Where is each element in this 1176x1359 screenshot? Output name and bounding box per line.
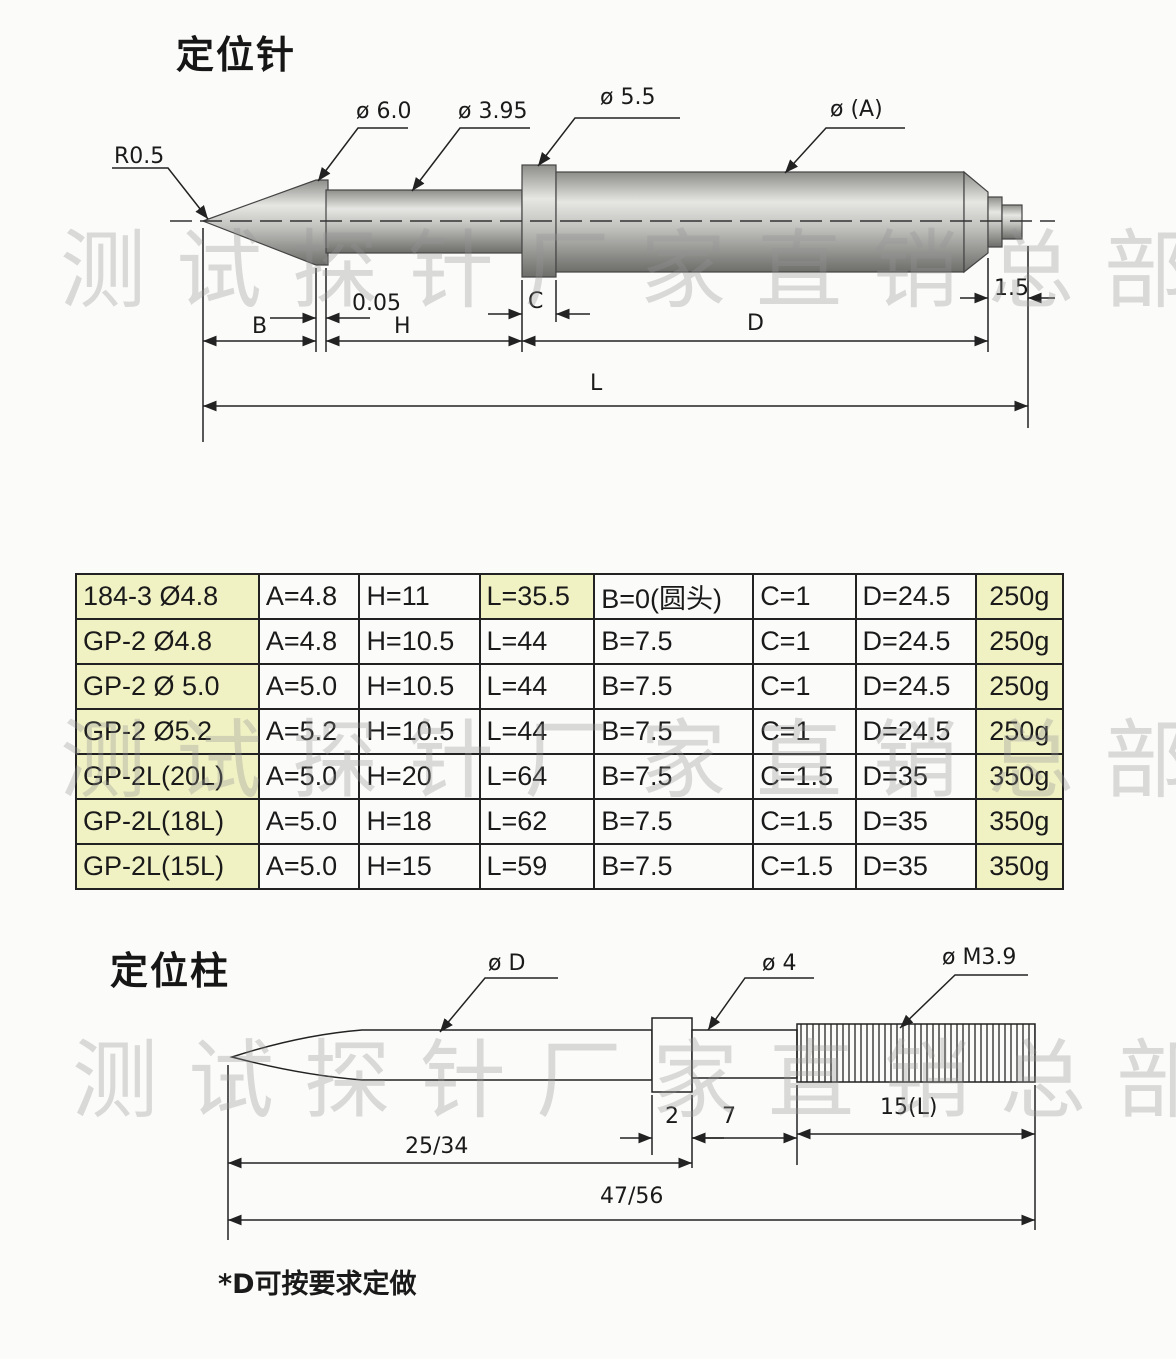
phi395-label: ø 3.95	[458, 99, 527, 124]
phi4-label: ø 4	[762, 951, 796, 976]
d-cell: D=35	[854, 843, 977, 890]
front-length-label: 25/34	[405, 1134, 468, 1159]
l-cell: L=35.5	[478, 573, 596, 620]
b-label: B	[252, 314, 267, 339]
b-cell: B=7.5	[593, 663, 755, 710]
custom-d-note: *D可按要求定做	[218, 1269, 417, 1300]
seg2-label: 2	[665, 1104, 679, 1129]
table-row: GP-2L(18L) A=5.0 H=18 L=62 B=7.5 C=1.5 D…	[75, 798, 1065, 845]
h-cell: H=10.5	[358, 663, 481, 710]
d-label: D	[747, 311, 764, 336]
c-cell: C=1	[752, 708, 857, 755]
phi60-label: ø 6.0	[356, 99, 411, 124]
d-cell: D=24.5	[854, 618, 977, 665]
gap-label: 0.05	[352, 291, 401, 316]
h-cell: H=20	[358, 753, 481, 800]
l-cell: L=62	[478, 798, 596, 845]
seg7-label: 7	[722, 1104, 736, 1129]
b-cell: B=7.5	[593, 843, 755, 890]
h-cell: H=15	[358, 843, 481, 890]
b-cell: B=7.5	[593, 753, 755, 800]
h-label: H	[394, 314, 411, 339]
d-cell: D=24.5	[854, 708, 977, 755]
l-cell: L=44	[478, 663, 596, 710]
weight-cell: 250g	[974, 618, 1065, 665]
weight-cell: 350g	[974, 843, 1065, 890]
table-row: GP-2 Ø 5.0 A=5.0 H=10.5 L=44 B=7.5 C=1 D…	[75, 663, 1065, 710]
model-cell: GP-2 Ø5.2	[75, 708, 260, 755]
phiD-label: ø D	[488, 951, 525, 976]
model-cell: GP-2 Ø 5.0	[75, 663, 260, 710]
c-cell: C=1.5	[752, 843, 857, 890]
table-row: GP-2 Ø5.2 A=5.2 H=10.5 L=44 B=7.5 C=1 D=…	[75, 708, 1065, 755]
b-cell: B=7.5	[593, 798, 755, 845]
b-cell: B=7.5	[593, 708, 755, 755]
a-cell: A=5.0	[257, 843, 361, 890]
thread-label: 15(L)	[880, 1095, 937, 1120]
model-cell: 184-3 Ø4.8	[75, 573, 260, 620]
post-title: 定位柱	[110, 949, 231, 993]
model-cell: GP-2L(15L)	[75, 843, 260, 890]
d-cell: D=35	[854, 753, 977, 800]
h-cell: H=11	[358, 573, 481, 620]
h-cell: H=10.5	[358, 708, 481, 755]
model-cell: GP-2L(20L)	[75, 753, 260, 800]
spec-table: 184-3 Ø4.8 A=4.8 H=11 L=35.5 B=0(圆头) C=1…	[75, 573, 1065, 890]
table-row: GP-2 Ø4.8 A=4.8 H=10.5 L=44 B=7.5 C=1 D=…	[75, 618, 1065, 665]
weight-cell: 350g	[974, 798, 1065, 845]
weight-cell: 250g	[974, 663, 1065, 710]
a-cell: A=5.2	[257, 708, 361, 755]
h-cell: H=10.5	[358, 618, 481, 665]
locating-post-drawing: ø D ø 4 ø M3.9 2 7 15(L) 25/34 47/56	[227, 945, 1036, 1240]
c-cell: C=1	[752, 663, 857, 710]
b-cell: B=7.5	[593, 618, 755, 665]
l-cell: L=64	[478, 753, 596, 800]
weight-cell: 250g	[974, 573, 1065, 620]
a-cell: A=4.8	[257, 618, 361, 665]
weight-cell: 350g	[974, 753, 1065, 800]
b-cell: B=0(圆头)	[593, 573, 755, 620]
phiM-label: ø M3.9	[942, 945, 1016, 970]
d-cell: D=35	[854, 798, 977, 845]
c-cell: C=1	[752, 573, 857, 620]
d-cell: D=24.5	[854, 663, 977, 710]
a-cell: A=5.0	[257, 798, 361, 845]
a-cell: A=5.0	[257, 753, 361, 800]
phiA-label: ø (A)	[830, 97, 883, 122]
pin-title: 定位针	[176, 33, 297, 77]
d-cell: D=24.5	[854, 573, 977, 620]
phi55-label: ø 5.5	[600, 85, 655, 110]
c-cell: C=1	[752, 618, 857, 665]
c-label: C	[528, 289, 543, 314]
tail-label: 1.5	[994, 276, 1029, 301]
a-cell: A=5.0	[257, 663, 361, 710]
total-length-label: 47/56	[600, 1184, 663, 1209]
l-cell: L=59	[478, 843, 596, 890]
a-cell: A=4.8	[257, 573, 361, 620]
l-label: L	[590, 371, 603, 396]
c-cell: C=1.5	[752, 753, 857, 800]
model-cell: GP-2 Ø4.8	[75, 618, 260, 665]
table-row: GP-2L(15L) A=5.0 H=15 L=59 B=7.5 C=1.5 D…	[75, 843, 1065, 890]
r05-label: R0.5	[114, 144, 164, 169]
locating-pin-drawing: R0.5 ø 6.0 ø 3.95 ø 5.5 ø (A) B 0.05 H C…	[112, 85, 1055, 442]
table-row: GP-2L(20L) A=5.0 H=20 L=64 B=7.5 C=1.5 D…	[75, 753, 1065, 800]
post-body	[229, 1017, 1036, 1093]
model-cell: GP-2L(18L)	[75, 798, 260, 845]
c-cell: C=1.5	[752, 798, 857, 845]
weight-cell: 250g	[974, 708, 1065, 755]
l-cell: L=44	[478, 708, 596, 755]
l-cell: L=44	[478, 618, 596, 665]
table-row: 184-3 Ø4.8 A=4.8 H=11 L=35.5 B=0(圆头) C=1…	[75, 573, 1065, 620]
h-cell: H=18	[358, 798, 481, 845]
